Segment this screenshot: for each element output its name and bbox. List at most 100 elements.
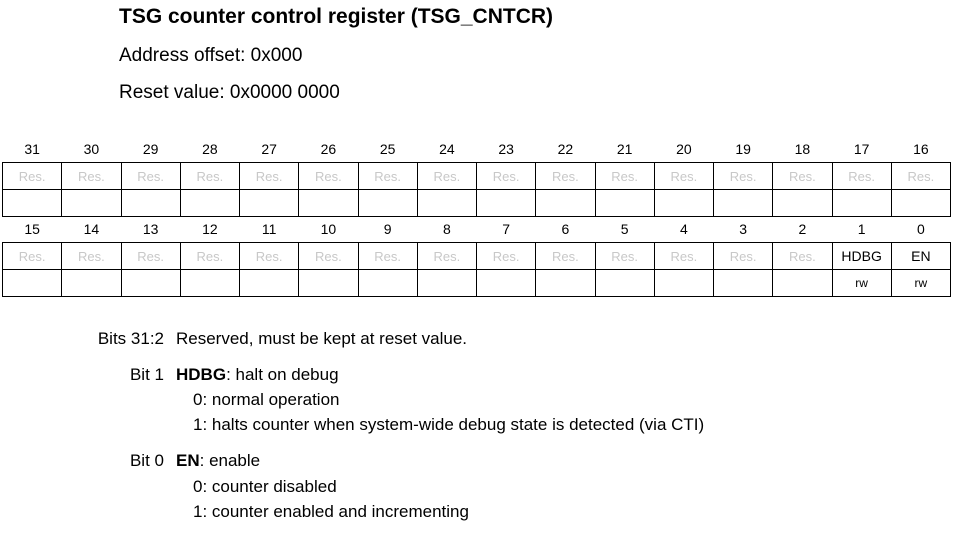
bit-number-cell: 1 (857, 221, 866, 237)
field-name-cell: Res. (831, 162, 892, 190)
bit-number-cell: 17 (853, 141, 870, 157)
access-type-cell (535, 189, 596, 217)
access-type-cell (653, 189, 715, 217)
bit-number-cell: 6 (561, 221, 570, 237)
access-type-cell (1, 189, 63, 217)
bit-number-cell: 23 (498, 141, 514, 157)
field-name-cell: Res. (712, 242, 774, 270)
access-type-cell (594, 269, 655, 297)
field-name-cell: Res. (772, 162, 833, 190)
field-name-cell: Res. (120, 162, 181, 190)
access-type-cell (653, 269, 715, 297)
field-name-cell: Res. (594, 162, 655, 190)
access-type-cell (298, 189, 359, 217)
bit-number-cell: 19 (735, 141, 751, 157)
access-type-cell (120, 189, 181, 217)
hdbg-value-1: 1: halts counter when system-wide debug … (193, 415, 705, 434)
en-bit-label: Bit 0 (129, 451, 164, 470)
access-type-cell (594, 189, 655, 217)
field-name-cell: Res. (179, 242, 241, 270)
field-name-row: Res.Res.Res.Res.Res.Res.Res.Res.Res.Res.… (1, 162, 952, 190)
field-name-cell: Res. (238, 242, 300, 270)
hdbg-description: HDBG: halt on debug (176, 365, 339, 385)
en-value-0: 0: counter disabled (193, 477, 337, 496)
field-name-cell: Res. (298, 242, 359, 270)
field-name-cell: EN (890, 242, 952, 270)
field-name-cell: Res. (298, 162, 359, 190)
hdbg-summary: : halt on debug (226, 365, 339, 384)
bit-number-cell: 31 (24, 141, 40, 157)
access-type-cell (120, 269, 181, 297)
field-name-cell: Res. (653, 242, 715, 270)
field-name-cell: Res. (61, 162, 122, 190)
access-type-cell (179, 269, 241, 297)
bit-number-cell: 25 (379, 141, 396, 157)
field-name-cell: Res. (535, 162, 596, 190)
address-offset: Address offset: 0x000 (119, 45, 303, 66)
access-type-cell (772, 269, 833, 297)
reserved-bits-label: Bits 31:2 (97, 329, 164, 348)
field-name-cell: Res. (61, 242, 122, 270)
bit-number-cell: 22 (557, 141, 574, 157)
en-description: EN: enable (176, 451, 260, 471)
en-summary: : enable (199, 451, 261, 470)
bit-number-cell: 21 (616, 141, 633, 157)
access-type-cell (535, 269, 596, 297)
field-name-cell: Res. (653, 162, 715, 190)
field-name-cell: Res. (890, 162, 952, 190)
bit-number-cell: 26 (320, 141, 337, 157)
access-type-cell (475, 269, 537, 297)
access-type-cell (712, 189, 774, 217)
bit-number-cell: 4 (679, 221, 688, 237)
field-name-cell: Res. (357, 162, 418, 190)
en-field-name: EN (176, 451, 200, 470)
field-name-cell: Res. (238, 162, 300, 190)
access-type-cell (416, 189, 478, 217)
access-type-cell (179, 189, 241, 217)
bit-number-cell: 14 (83, 221, 100, 237)
field-name-cell: Res. (1, 162, 63, 190)
hdbg-field-name: HDBG (176, 365, 227, 384)
field-name-cell: Res. (120, 242, 181, 270)
en-value-1: 1: counter enabled and incrementing (193, 502, 469, 521)
field-name-cell: HDBG (831, 242, 892, 270)
register-title: TSG counter control register (TSG_CNTCR) (119, 5, 554, 28)
access-row (1, 189, 952, 217)
access-type-cell (772, 189, 833, 217)
access-type-cell (238, 269, 300, 297)
bit-number-cell: 16 (913, 141, 929, 157)
bit-number-cell: 3 (739, 221, 748, 237)
reset-value: Reset value: 0x0000 0000 (119, 82, 340, 103)
access-type-cell (61, 269, 122, 297)
field-name-cell: Res. (594, 242, 655, 270)
field-name-cell: Res. (416, 162, 478, 190)
access-type-cell (238, 189, 300, 217)
bit-number-cell: 0 (916, 221, 925, 237)
bit-number-cell: 29 (142, 141, 159, 157)
access-type-cell (890, 189, 952, 217)
bit-number-cell: 12 (202, 221, 218, 237)
bit-number-cell: 11 (261, 221, 277, 237)
access-type-cell: rw (831, 269, 892, 297)
field-name-row: Res.Res.Res.Res.Res.Res.Res.Res.Res.Res.… (1, 242, 952, 270)
field-name-cell: Res. (535, 242, 596, 270)
access-type-cell (475, 189, 537, 217)
access-type-cell (416, 269, 478, 297)
access-type-cell (61, 189, 122, 217)
bit-number-cell: 15 (24, 221, 40, 237)
field-name-cell: Res. (772, 242, 833, 270)
hdbg-bit-label: Bit 1 (129, 365, 164, 384)
reserved-bits-text: Reserved, must be kept at reset value. (176, 329, 468, 348)
field-name-cell: Res. (179, 162, 241, 190)
field-name-cell: Res. (712, 162, 774, 190)
bit-number-cell: 5 (620, 221, 629, 237)
bit-number-cell: 24 (439, 141, 455, 157)
access-type-cell (298, 269, 359, 297)
access-type-cell: rw (890, 269, 952, 297)
bit-number-cell: 7 (502, 221, 511, 237)
